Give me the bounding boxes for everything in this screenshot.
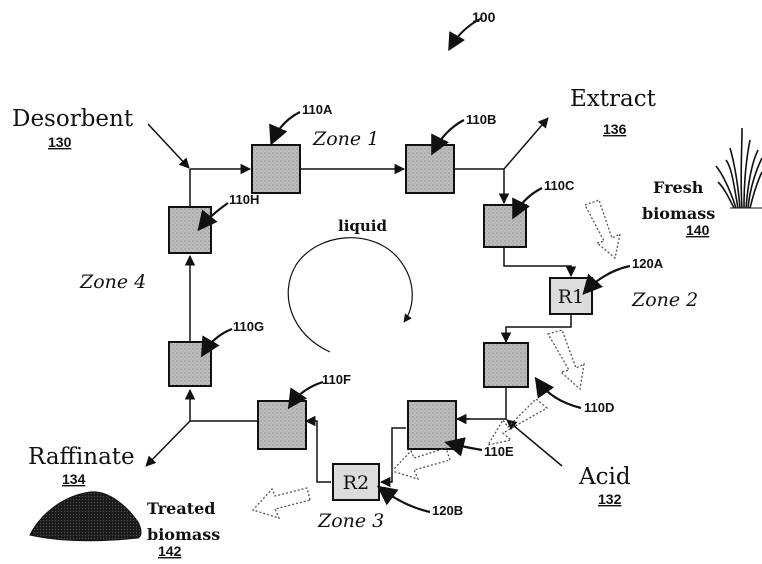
unit-110E — [407, 400, 457, 450]
label-110D: 110D — [584, 400, 614, 415]
acid-ref: 132 — [598, 491, 622, 507]
label-110A: 110A — [302, 102, 333, 117]
biomass-arrow-4 — [390, 447, 451, 481]
zone-4-label: Zone 4 — [79, 271, 146, 293]
circulation-label: liquid — [338, 217, 387, 235]
units — [168, 144, 529, 450]
biomass-arrow-3 — [486, 398, 549, 446]
grass-icon — [715, 127, 762, 209]
biomass-flow-arrows — [251, 199, 621, 520]
circulation-arrow — [287, 237, 413, 353]
fresh-biomass-ref: 140 — [686, 222, 710, 238]
desorbent-label: Desorbent — [12, 106, 134, 132]
label-120A: 120A — [632, 256, 664, 271]
label-110F: 110F — [322, 372, 351, 387]
raffinate-label: Raffinate — [28, 444, 135, 470]
loop-piping — [184, 163, 577, 488]
zone-2-label: Zone 2 — [631, 289, 698, 311]
fresh-biomass-line2: biomass — [642, 204, 715, 223]
acid-label: Acid — [578, 464, 631, 490]
figure-number-arrow — [448, 17, 483, 52]
biomass-arrow-5 — [251, 487, 311, 520]
unit-110F — [257, 400, 307, 450]
unit-110H — [168, 206, 212, 254]
zone-1-label: Zone 1 — [312, 128, 379, 150]
desorbent-ref: 130 — [48, 134, 72, 150]
label-110H: 110H — [229, 192, 259, 207]
extract-label: Extract — [570, 86, 657, 112]
unit-leaders — [197, 111, 631, 514]
external-streams — [145, 117, 563, 467]
unit-110C — [483, 204, 527, 248]
zone-3-label: Zone 3 — [317, 510, 384, 532]
reactor-r1: R1 — [549, 277, 593, 315]
label-110E: 110E — [484, 444, 514, 459]
label-110B: 110B — [466, 112, 496, 127]
label-110G: 110G — [233, 319, 264, 334]
unit-110B — [405, 144, 455, 194]
biomass-pile-icon — [29, 491, 142, 542]
label-110C: 110C — [544, 178, 575, 193]
fresh-biomass-line1: Fresh — [653, 178, 704, 197]
reactor-r2: R2 — [332, 463, 380, 501]
reactor-r2-label: R2 — [343, 472, 369, 494]
treated-biomass-line1: Treated — [147, 499, 215, 518]
raffinate-ref: 134 — [62, 471, 86, 487]
label-120B: 120B — [432, 503, 463, 518]
treated-biomass-line2: biomass — [147, 525, 220, 544]
biomass-arrow-1 — [584, 199, 621, 260]
unit-110A — [251, 144, 301, 194]
unit-110D — [483, 342, 529, 388]
reactor-r1-label: R1 — [558, 286, 584, 308]
biomass-arrow-2 — [547, 329, 585, 391]
treated-biomass-ref: 142 — [158, 543, 182, 559]
unit-110G — [168, 341, 212, 387]
extract-ref: 136 — [603, 121, 627, 137]
